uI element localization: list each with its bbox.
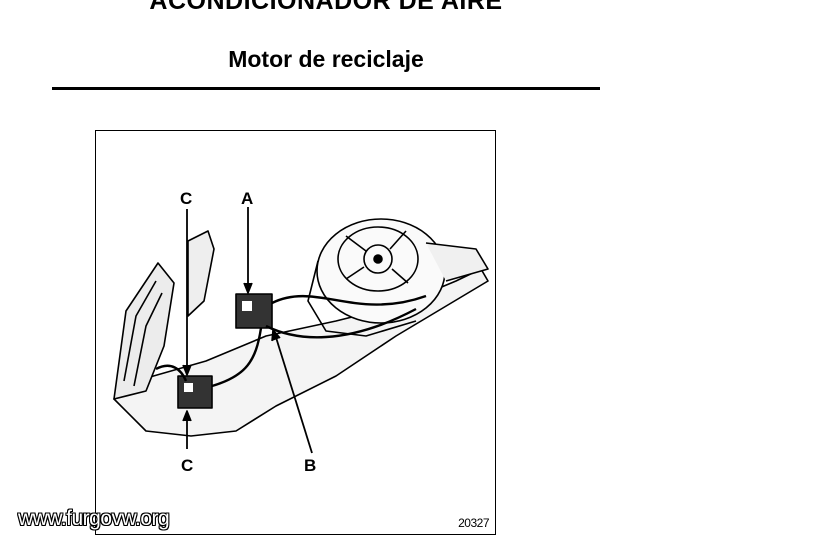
section-header-text: ACONDICIONADOR DE AIRE	[149, 0, 503, 15]
blower-motor-drawing	[113, 207, 489, 454]
watermark-text: www.furgovw.org	[18, 507, 170, 530]
technical-illustration: A C C B 20327	[95, 130, 496, 535]
page-title: Motor de reciclaje	[228, 46, 424, 72]
label-c-bottom: C	[181, 456, 194, 475]
label-a: A	[241, 189, 254, 208]
title-rule	[52, 87, 600, 90]
section-header: ACONDICIONADOR DE AIRE	[50, 0, 602, 28]
figure-number: 20327	[458, 516, 489, 530]
label-b: B	[304, 456, 317, 475]
label-c-top: C	[180, 189, 193, 208]
